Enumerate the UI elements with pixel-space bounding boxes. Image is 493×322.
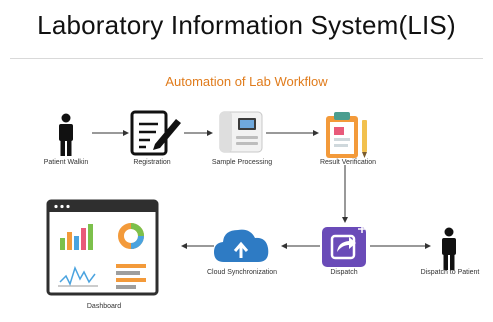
label-sample-processing: Sample Processing <box>211 159 273 166</box>
title-divider <box>10 58 483 59</box>
cloud-upload-icon <box>214 229 269 262</box>
label-dispatch: Dispatch <box>330 269 358 276</box>
label-patient-walkin: Patient Walkin <box>43 159 89 166</box>
person-icon <box>59 113 73 156</box>
share-arrow-icon <box>322 225 366 267</box>
person-icon <box>442 227 456 270</box>
label-result-verification: Result Verification <box>319 159 377 166</box>
checklist-clipboard-icon <box>326 112 367 158</box>
label-cloud-synchronization: Cloud Synchronization <box>206 269 278 276</box>
clipboard-pen-icon <box>130 110 181 156</box>
diagram-subtitle: Automation of Lab Workflow <box>165 74 328 89</box>
analyzer-machine-icon <box>219 111 263 153</box>
page-title: Laboratory Information System(LIS) <box>37 10 456 40</box>
dashboard-window-icon <box>46 199 159 296</box>
connectors <box>92 130 431 249</box>
label-dashboard: Dashboard <box>86 303 122 310</box>
label-registration: Registration <box>133 159 171 166</box>
label-dispatch-to-patient: Dispatch to Patient <box>420 269 480 276</box>
